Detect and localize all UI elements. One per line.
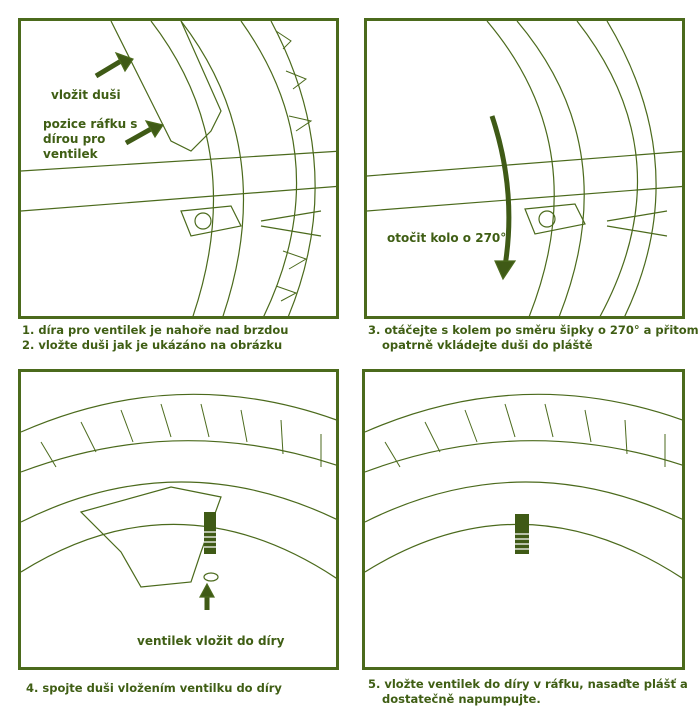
- wheel-rotate-illustration: [367, 21, 682, 316]
- valve-insert-illustration: [21, 393, 336, 610]
- step-1-panel: vložit duši pozice ráfku s dírou pro ven…: [18, 18, 339, 319]
- caption-line: 3. otáčejte s kolem po směru šipky o 270…: [368, 323, 699, 337]
- step-3-caption: 3. otáčejte s kolem po směru šipky o 270…: [368, 323, 699, 353]
- caption-line: 2. vložte duši jak je ukázáno na obrázku: [22, 338, 283, 352]
- label-rotate-wheel: otočit kolo o 270°: [387, 231, 507, 245]
- label-insert-tube: vložit duši: [51, 88, 121, 102]
- step-5-panel: [362, 369, 685, 670]
- step-1-caption: 1. díra pro ventilek je nahoře nad brzdo…: [22, 323, 288, 353]
- caption-line: opatrně vkládejte duši do pláště: [382, 338, 593, 352]
- tire-mounted-illustration: [365, 393, 682, 579]
- caption-line: dostatečně napumpujte.: [382, 692, 541, 706]
- caption-line: 5. vložte ventilek do díry v ráfku, nasa…: [368, 677, 688, 691]
- step-4-panel: ventilek vložit do díry: [18, 369, 339, 670]
- label-rim-position: pozice ráfku s dírou pro ventilek: [43, 117, 138, 161]
- step-5-caption: 5. vložte ventilek do díry v ráfku, nasa…: [368, 677, 688, 707]
- caption-line: 1. díra pro ventilek je nahoře nad brzdo…: [22, 323, 289, 337]
- step-4-caption: 4. spojte duši vložením ventilku do díry: [26, 681, 282, 696]
- wheel-brake-illustration: [21, 21, 336, 316]
- label-insert-valve: ventilek vložit do díry: [137, 634, 285, 648]
- step-3-panel: otočit kolo o 270°: [364, 18, 685, 319]
- caption-line: 4. spojte duši vložením ventilku do díry: [26, 681, 282, 695]
